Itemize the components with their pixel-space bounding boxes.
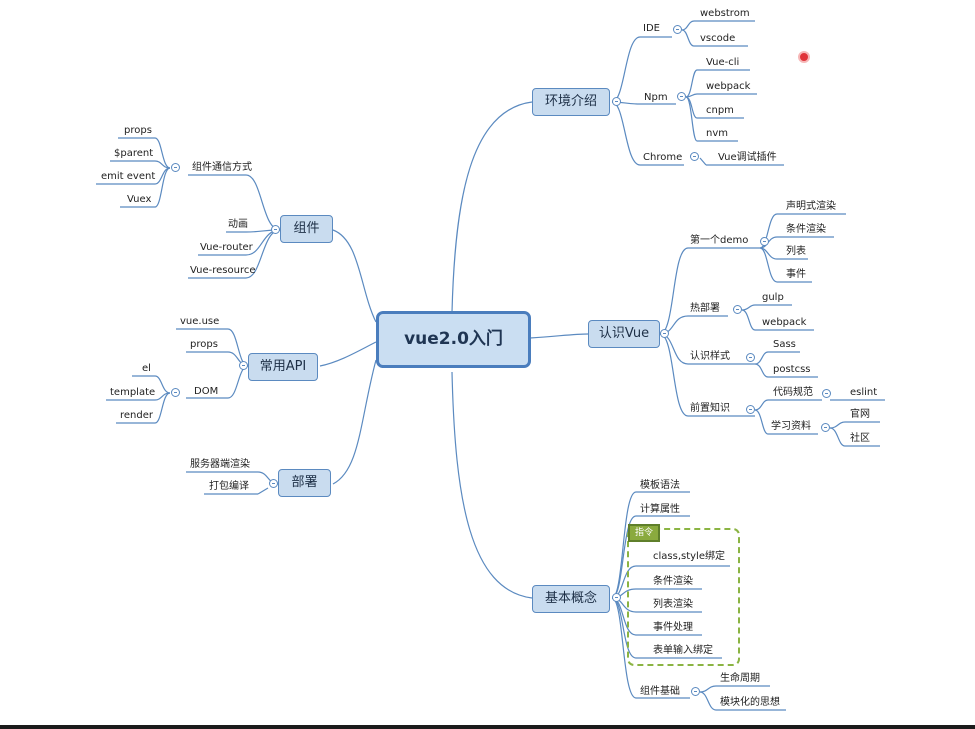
collapse-toggle-icon[interactable] <box>746 353 755 362</box>
node-list[interactable]: 列表 <box>786 246 806 257</box>
node-parent[interactable]: $parent <box>114 148 154 159</box>
node-vue-cli[interactable]: Vue-cli <box>706 57 740 68</box>
node-vue-use[interactable]: vue.use <box>180 316 220 327</box>
node-webstrom[interactable]: webstrom <box>700 8 750 19</box>
node-declarative-render[interactable]: 声明式渲染 <box>786 201 836 212</box>
node-gulp[interactable]: gulp <box>762 292 784 303</box>
node-official-site[interactable]: 官网 <box>850 409 870 420</box>
node-eslint[interactable]: eslint <box>850 387 878 398</box>
node-component-basics[interactable]: 组件基础 <box>640 686 680 697</box>
node-community[interactable]: 社区 <box>850 433 870 444</box>
collapse-toggle-icon[interactable] <box>660 329 669 338</box>
node-learning-materials[interactable]: 学习资料 <box>771 421 811 432</box>
branch-component[interactable]: 组件 <box>280 215 333 243</box>
node-class-style-binding[interactable]: class,style绑定 <box>653 551 725 562</box>
branch-know-vue[interactable]: 认识Vue <box>588 320 660 348</box>
node-props[interactable]: props <box>124 125 152 136</box>
node-vue-resource[interactable]: Vue-resource <box>190 265 256 276</box>
node-animation[interactable]: 动画 <box>228 219 248 230</box>
collapse-toggle-icon[interactable] <box>612 593 621 602</box>
node-know-style[interactable]: 认识样式 <box>690 351 730 362</box>
node-render[interactable]: render <box>120 410 153 421</box>
node-vue-devtools[interactable]: Vue调试插件 <box>718 152 777 163</box>
marker-dot <box>798 51 810 63</box>
collapse-toggle-icon[interactable] <box>760 237 769 246</box>
node-webpack-env[interactable]: webpack <box>706 81 751 92</box>
collapse-toggle-icon[interactable] <box>690 152 699 161</box>
node-event[interactable]: 事件 <box>786 269 806 280</box>
node-conditional-rendering[interactable]: 条件渲染 <box>653 576 693 587</box>
collapse-toggle-icon[interactable] <box>733 305 742 314</box>
node-hot-deploy[interactable]: 热部署 <box>690 303 720 314</box>
collapse-toggle-icon[interactable] <box>269 479 278 488</box>
directive-tag[interactable]: 指令 <box>628 524 660 542</box>
branch-api[interactable]: 常用API <box>248 353 318 381</box>
collapse-toggle-icon[interactable] <box>171 163 180 172</box>
collapse-toggle-icon[interactable] <box>271 225 280 234</box>
node-modular-thinking[interactable]: 模块化的思想 <box>720 697 780 708</box>
collapse-toggle-icon[interactable] <box>677 92 686 101</box>
node-code-style[interactable]: 代码规范 <box>773 387 813 398</box>
node-computed[interactable]: 计算属性 <box>640 504 680 515</box>
node-emit-event[interactable]: emit event <box>101 171 156 182</box>
node-vscode[interactable]: vscode <box>700 33 736 44</box>
node-list-rendering[interactable]: 列表渲染 <box>653 599 693 610</box>
node-dom[interactable]: DOM <box>194 386 219 397</box>
collapse-toggle-icon[interactable] <box>822 389 831 398</box>
node-el[interactable]: el <box>142 363 151 374</box>
node-template-syntax[interactable]: 模板语法 <box>640 480 680 491</box>
node-sass[interactable]: Sass <box>773 339 796 350</box>
collapse-toggle-icon[interactable] <box>691 687 700 696</box>
node-ssr[interactable]: 服务器端渲染 <box>190 459 250 470</box>
node-template[interactable]: template <box>110 387 156 398</box>
node-npm[interactable]: Npm <box>644 92 668 103</box>
node-webpack-hot[interactable]: webpack <box>762 317 807 328</box>
node-cnpm[interactable]: cnpm <box>706 105 734 116</box>
node-vue-router[interactable]: Vue-router <box>200 242 253 253</box>
node-nvm[interactable]: nvm <box>706 128 728 139</box>
node-build[interactable]: 打包编译 <box>209 481 249 492</box>
node-event-handling[interactable]: 事件处理 <box>653 622 693 633</box>
node-ide[interactable]: IDE <box>643 23 660 34</box>
node-prerequisites[interactable]: 前置知识 <box>690 403 730 414</box>
bottom-edge-bar <box>0 725 975 729</box>
node-lifecycle[interactable]: 生命周期 <box>720 673 760 684</box>
root-node[interactable]: vue2.0入门 <box>376 311 531 368</box>
branch-env[interactable]: 环境介绍 <box>532 88 610 116</box>
node-first-demo[interactable]: 第一个demo <box>690 235 749 246</box>
collapse-toggle-icon[interactable] <box>239 361 248 370</box>
collapse-toggle-icon[interactable] <box>821 423 830 432</box>
node-conditional-render[interactable]: 条件渲染 <box>786 224 826 235</box>
collapse-toggle-icon[interactable] <box>171 388 180 397</box>
node-component-communication[interactable]: 组件通信方式 <box>192 162 252 173</box>
node-vuex[interactable]: Vuex <box>127 194 152 205</box>
node-api-props[interactable]: props <box>190 339 218 350</box>
collapse-toggle-icon[interactable] <box>612 97 621 106</box>
node-postcss[interactable]: postcss <box>773 364 811 375</box>
directive-group-boundary <box>627 528 740 666</box>
branch-deploy[interactable]: 部署 <box>278 469 331 497</box>
collapse-toggle-icon[interactable] <box>746 405 755 414</box>
node-form-input-binding[interactable]: 表单输入绑定 <box>653 645 713 656</box>
node-chrome[interactable]: Chrome <box>643 152 683 163</box>
collapse-toggle-icon[interactable] <box>673 25 682 34</box>
branch-basic[interactable]: 基本概念 <box>532 585 610 613</box>
